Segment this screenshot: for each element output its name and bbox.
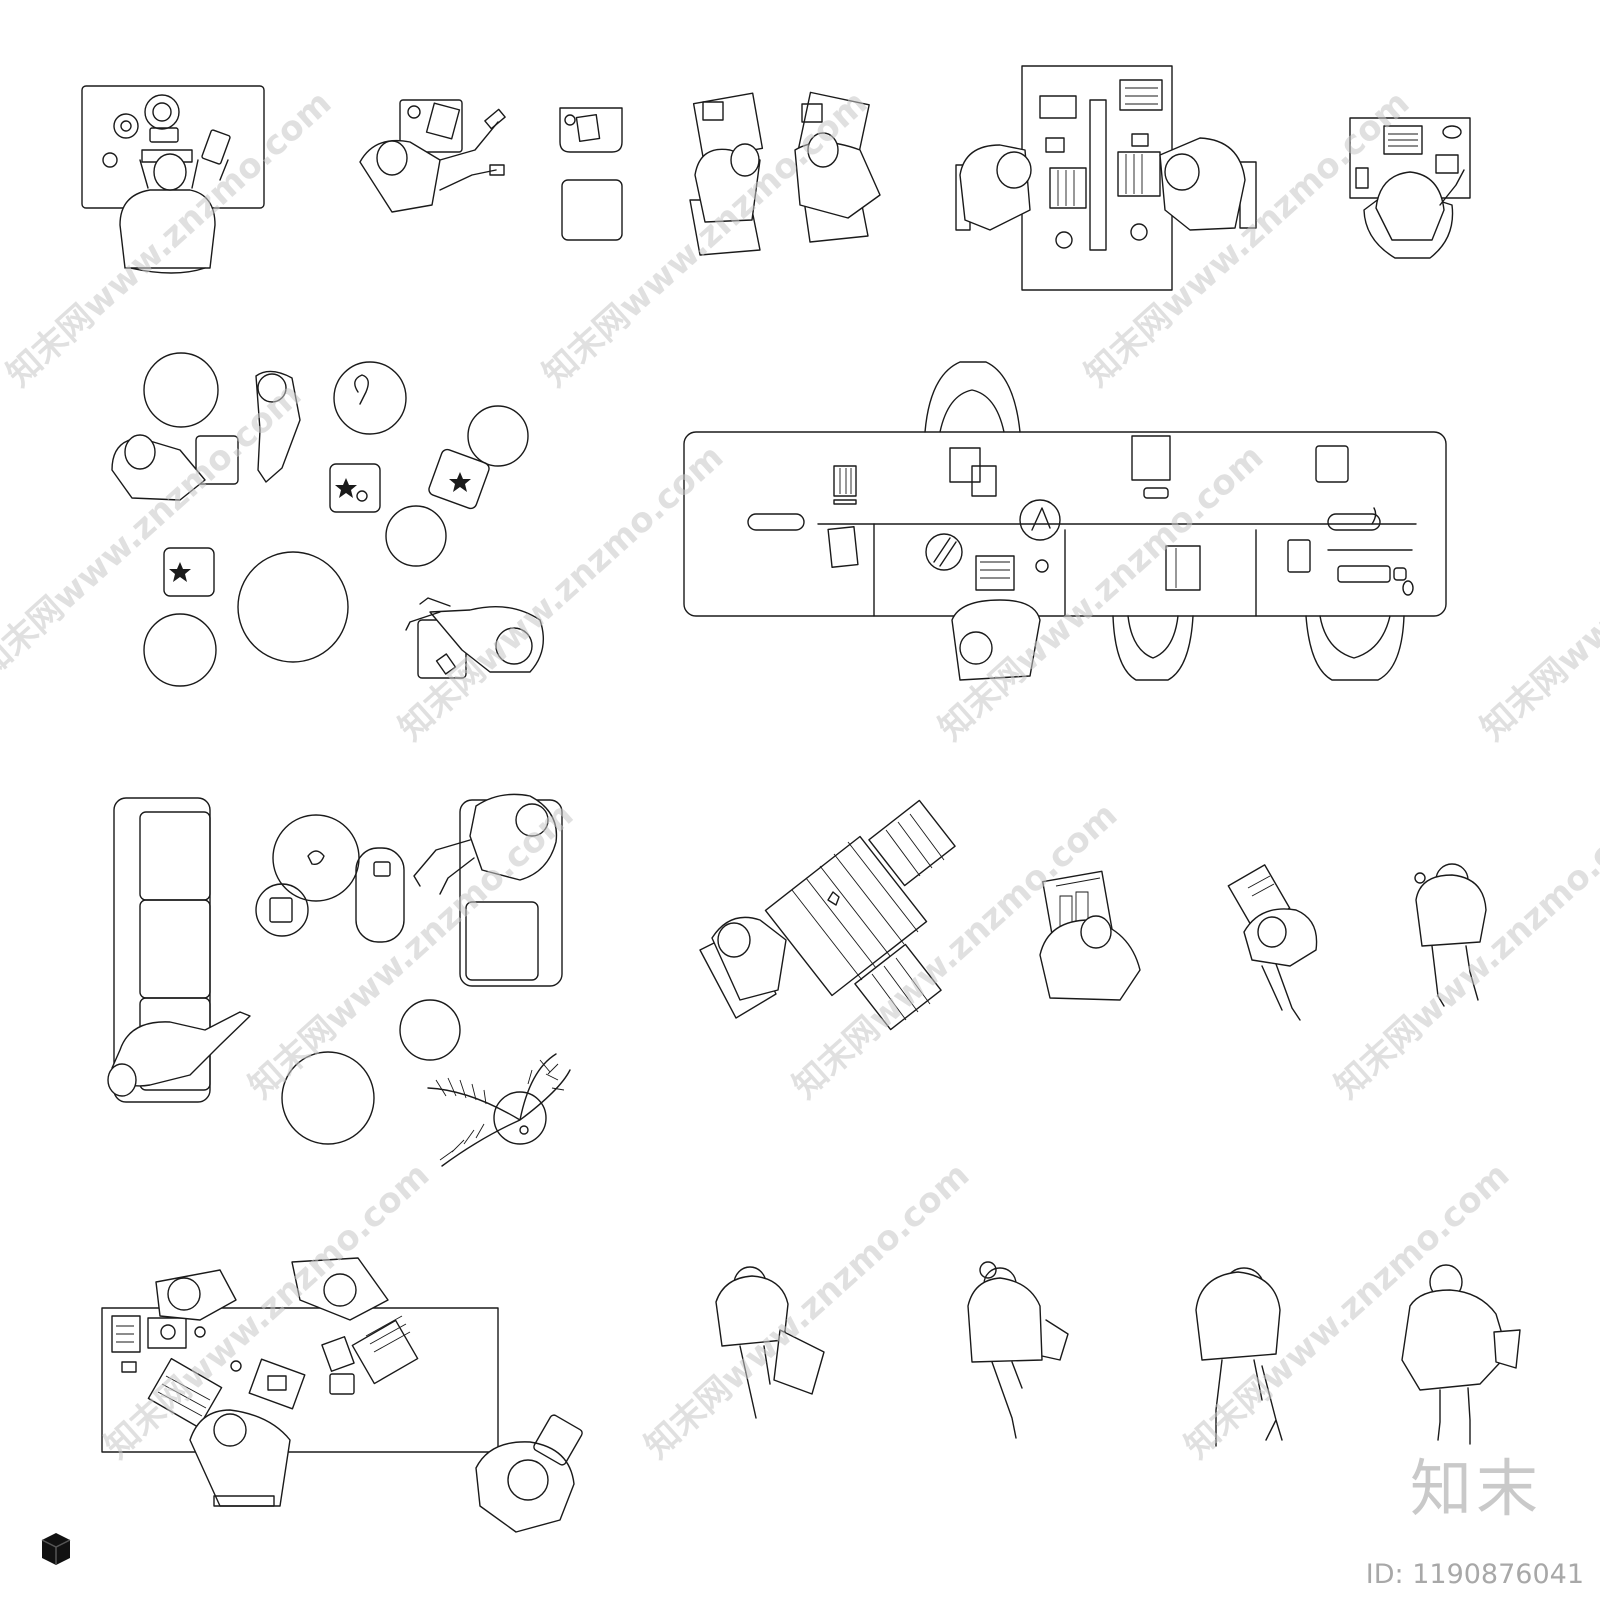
watermark-text: 知末网www.znzmo.com (931, 437, 1271, 749)
sofa-lounge-area (108, 794, 570, 1166)
two-persons-at-desks (690, 92, 880, 255)
long-workstation-bench (684, 362, 1446, 680)
watermark-layer: 知末网www.znzmo.com 知末网www.znzmo.com 知末网www… (0, 83, 1600, 1467)
person-with-clipboard (360, 100, 505, 212)
lounge-stools-cluster (112, 353, 543, 686)
person-reading-newspaper (1040, 871, 1140, 1000)
watermark-text: 知末网www.znzmo.com (0, 83, 339, 395)
watermark-text: 知末网www.znzmo.com (1473, 437, 1600, 749)
person-writing-at-desk (1350, 118, 1470, 258)
person-walking-back-view (1415, 864, 1486, 1006)
watermark-text: 知末网www.znzmo.com (637, 1155, 977, 1467)
slatted-table-with-chairs (700, 800, 955, 1029)
brand-logo: 知末 (1409, 1452, 1542, 1525)
watermark-text: 知末网www.znzmo.com (1327, 795, 1600, 1107)
watermark-text: 知末网www.znzmo.com (391, 437, 731, 749)
small-side-tables (560, 108, 622, 240)
watermark-text: 知末网www.znzmo.com (1077, 83, 1417, 395)
shared-bench-desk (956, 66, 1256, 290)
cube-icon (41, 1533, 71, 1565)
watermark-text: 知末网www.znzmo.com (97, 1155, 437, 1467)
meeting-table-four-persons (102, 1258, 584, 1532)
person-with-cape-and-bag (1402, 1265, 1520, 1444)
person-holding-document (1228, 865, 1316, 1020)
person-with-umbrella (1196, 1268, 1282, 1446)
desk-with-seated-person (82, 86, 264, 273)
person-with-tote-bag (716, 1267, 824, 1418)
watermark-text: 知末网www.znzmo.com (241, 795, 581, 1107)
watermark-text: 知末网www.znzmo.com (0, 375, 309, 687)
image-id-label: ID: 1190876041 (1365, 1559, 1584, 1590)
person-walking-with-bag (968, 1262, 1068, 1438)
potted-palm-plant (428, 1054, 570, 1166)
